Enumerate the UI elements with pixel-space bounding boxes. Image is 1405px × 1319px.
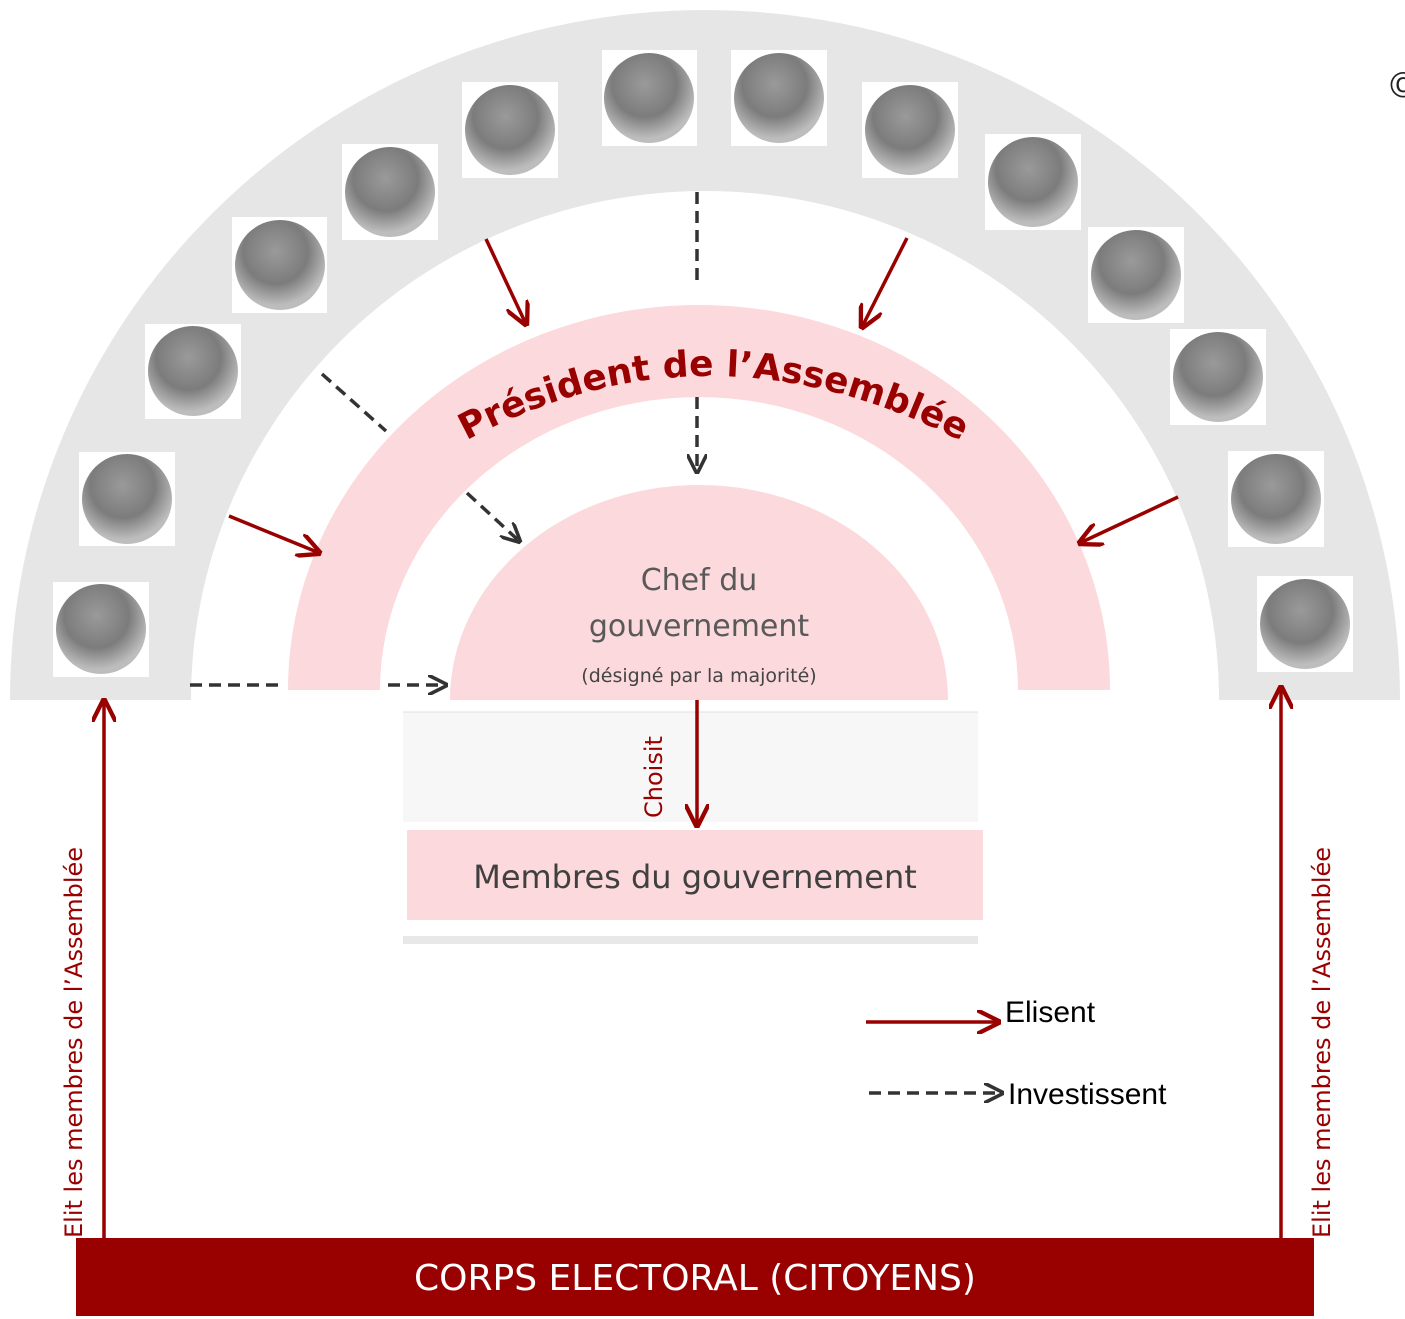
legend-elisent-label: Elisent [1005, 996, 1096, 1029]
choisit-label: Choisit [640, 736, 668, 818]
seat-icon [53, 582, 149, 677]
elisent-arrows [228, 237, 1179, 552]
assembly-seats [53, 50, 1353, 677]
seat-icon [79, 452, 175, 546]
legend: Elisent Investissent [866, 996, 1167, 1111]
investissent-arrows [190, 192, 697, 685]
seat-icon [232, 217, 327, 313]
corps-electoral-box [76, 1238, 1314, 1316]
president-arc [288, 305, 1110, 690]
seat-icon [862, 82, 958, 178]
membres-box [407, 830, 983, 920]
chef-semicircle [450, 485, 948, 700]
chef-note: (désigné par la majorité) [581, 665, 816, 687]
chef-title-line1: Chef du [641, 563, 758, 598]
seat-icon [1257, 576, 1353, 672]
right-side-label: Elit les membres de l’Assemblée [1308, 847, 1336, 1238]
seat-icon [1170, 329, 1266, 425]
seat-icon [462, 82, 558, 178]
chef-title-line2: gouvernement [589, 609, 810, 644]
seat-icon [342, 144, 438, 240]
seat-icon [145, 324, 241, 419]
seat-icon [985, 134, 1081, 230]
membres-label: Membres du gouvernement [473, 858, 917, 896]
seat-icon [602, 50, 697, 146]
seat-icon [1228, 451, 1324, 547]
seat-icon [1088, 227, 1184, 323]
seat-icon [731, 50, 827, 146]
choisit-band [403, 712, 978, 822]
corps-electoral-label: CORPS ELECTORAL (CITOYENS) [414, 1258, 976, 1299]
corner-mark: © [1390, 64, 1405, 105]
legend-investissent-label: Investissent [1008, 1078, 1167, 1111]
left-side-label: Elit les membres de l’Assemblée [60, 847, 88, 1238]
